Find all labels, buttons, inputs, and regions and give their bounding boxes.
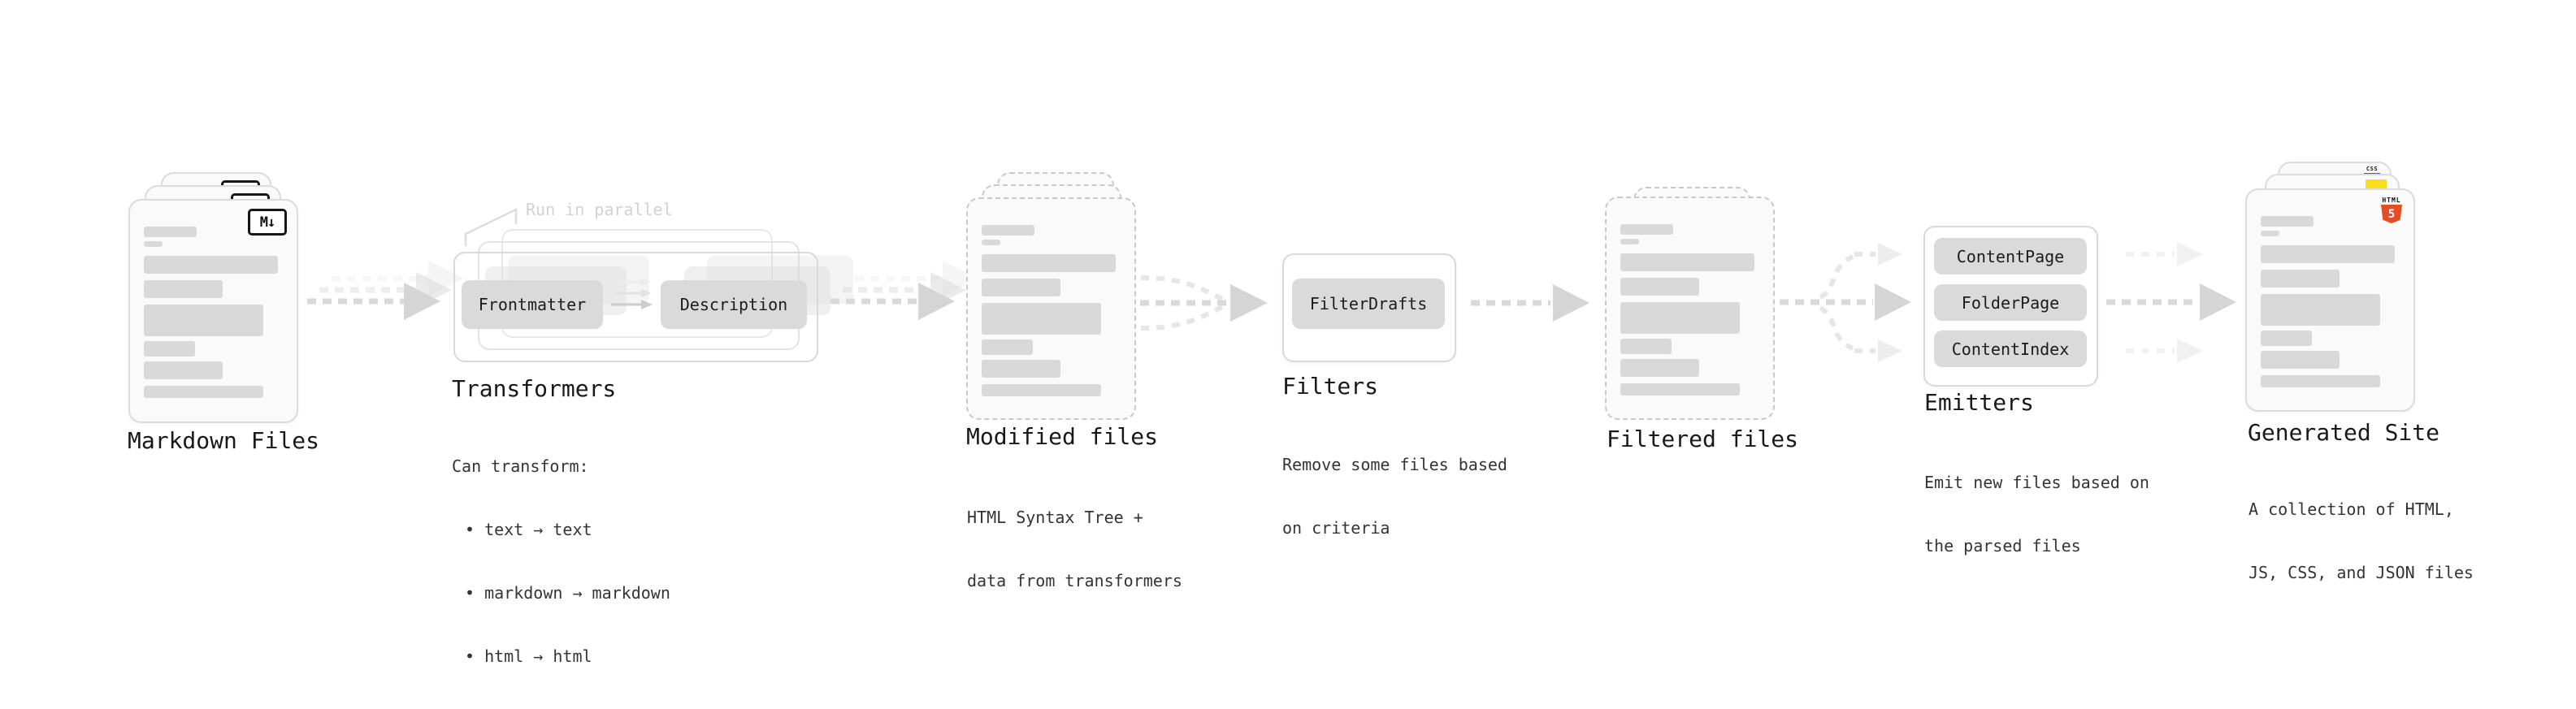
text-line-placeholder <box>1620 302 1740 334</box>
bullet-item: • markdown → markdown <box>465 583 670 603</box>
file-card: HTML 5 <box>2245 188 2415 412</box>
stage-title-filters: Filters <box>1282 373 1379 400</box>
text-line-placeholder <box>2261 231 2279 236</box>
js-icon <box>2366 179 2387 189</box>
placeholder-text-lines <box>982 199 1126 418</box>
text-line-placeholder <box>2261 270 2340 287</box>
text-line-placeholder <box>144 241 163 247</box>
desc-line: data from transformers <box>967 571 1182 590</box>
text-line-placeholder <box>982 225 1034 236</box>
arrow-filtered-to-emitters <box>1780 243 1911 362</box>
desc-line: on criteria <box>1282 518 1390 538</box>
text-line-placeholder <box>144 227 197 237</box>
folderpage-button: FolderPage <box>1934 284 2087 321</box>
markdown-icon: M↓ <box>248 209 287 236</box>
text-line-placeholder <box>144 305 263 336</box>
text-line-placeholder <box>2261 331 2312 346</box>
transformers-description: Can transform: • text → text • markdown … <box>452 413 670 709</box>
desc-line: A collection of HTML, <box>2249 499 2454 519</box>
html5-icon: HTML 5 <box>2379 197 2404 223</box>
stage-title-filtered-files: Filtered files <box>1607 426 1799 452</box>
text-line-placeholder <box>982 303 1101 335</box>
pipeline-diagram: M↓ M↓ M↓ Markdown Files Run in parallel … <box>128 162 2474 666</box>
stage-title-emitters: Emitters <box>1924 389 2034 416</box>
placeholder-text-lines <box>2261 190 2405 410</box>
arrow-filters-to-filtered <box>1471 284 1589 322</box>
text-line-placeholder <box>144 386 263 398</box>
modified-description: HTML Syntax Tree + data from transformer… <box>967 465 1182 633</box>
text-line-placeholder <box>144 256 278 274</box>
frontmatter-button: Frontmatter <box>462 280 603 329</box>
text-line-placeholder <box>982 339 1033 355</box>
placeholder-text-lines <box>1620 198 1765 418</box>
generated-description: A collection of HTML, JS, CSS, and JSON … <box>2249 456 2474 625</box>
contentpage-button: ContentPage <box>1934 238 2087 275</box>
text-line-placeholder <box>144 341 195 357</box>
text-line-placeholder <box>2261 351 2340 369</box>
contentindex-button: ContentIndex <box>1934 331 2087 367</box>
emitters-description: Emit new files based on the parsed files <box>1924 430 2149 599</box>
file-card <box>966 197 1136 420</box>
desc-line: Emit new files based on <box>1924 473 2149 492</box>
text-line-placeholder <box>1620 278 1699 296</box>
text-line-placeholder <box>1620 383 1740 396</box>
desc-heading: Can transform: <box>452 456 589 476</box>
stage-title-markdown-files: Markdown Files <box>128 427 320 454</box>
text-line-placeholder <box>1620 239 1639 244</box>
transformer-box-front <box>453 252 818 362</box>
text-line-placeholder <box>2261 245 2395 263</box>
filters-description: Remove some files based on criteria <box>1282 412 1507 581</box>
text-line-placeholder <box>982 254 1116 272</box>
text-line-placeholder <box>144 280 223 298</box>
bullet-item: • text → text <box>465 520 592 539</box>
file-card <box>1605 197 1775 420</box>
stage-title-transformers: Transformers <box>452 375 617 402</box>
desc-line: JS, CSS, and JSON files <box>2249 563 2474 582</box>
text-line-placeholder <box>2261 216 2314 227</box>
description-button: Description <box>661 280 807 329</box>
bullet-item: • html → html <box>465 646 592 666</box>
filterdrafts-button: FilterDrafts <box>1292 279 1445 329</box>
text-line-placeholder <box>982 240 1000 245</box>
desc-line: HTML Syntax Tree + <box>967 508 1143 527</box>
desc-line: the parsed files <box>1924 536 2081 556</box>
text-line-placeholder <box>1620 339 1672 354</box>
text-line-placeholder <box>1620 253 1754 271</box>
text-line-placeholder <box>982 279 1060 296</box>
arrow-modified-to-filters <box>1140 275 1268 331</box>
text-line-placeholder <box>1620 359 1699 377</box>
desc-line: Remove some files based <box>1282 455 1507 474</box>
stage-title-generated-site: Generated Site <box>2248 419 2440 446</box>
arrow-emitters-to-generated <box>2106 242 2236 363</box>
stage-title-modified-files: Modified files <box>966 423 1159 450</box>
arrow-markdown-to-transformers <box>307 261 464 320</box>
text-line-placeholder <box>982 360 1060 378</box>
text-line-placeholder <box>144 361 223 379</box>
placeholder-text-lines <box>144 201 288 422</box>
text-line-placeholder <box>2261 375 2380 387</box>
text-line-placeholder <box>982 384 1101 396</box>
text-line-placeholder <box>1620 224 1673 235</box>
run-in-parallel-annotation: Run in parallel <box>526 200 673 219</box>
text-line-placeholder <box>2261 294 2380 326</box>
file-card: M↓ <box>128 199 298 423</box>
